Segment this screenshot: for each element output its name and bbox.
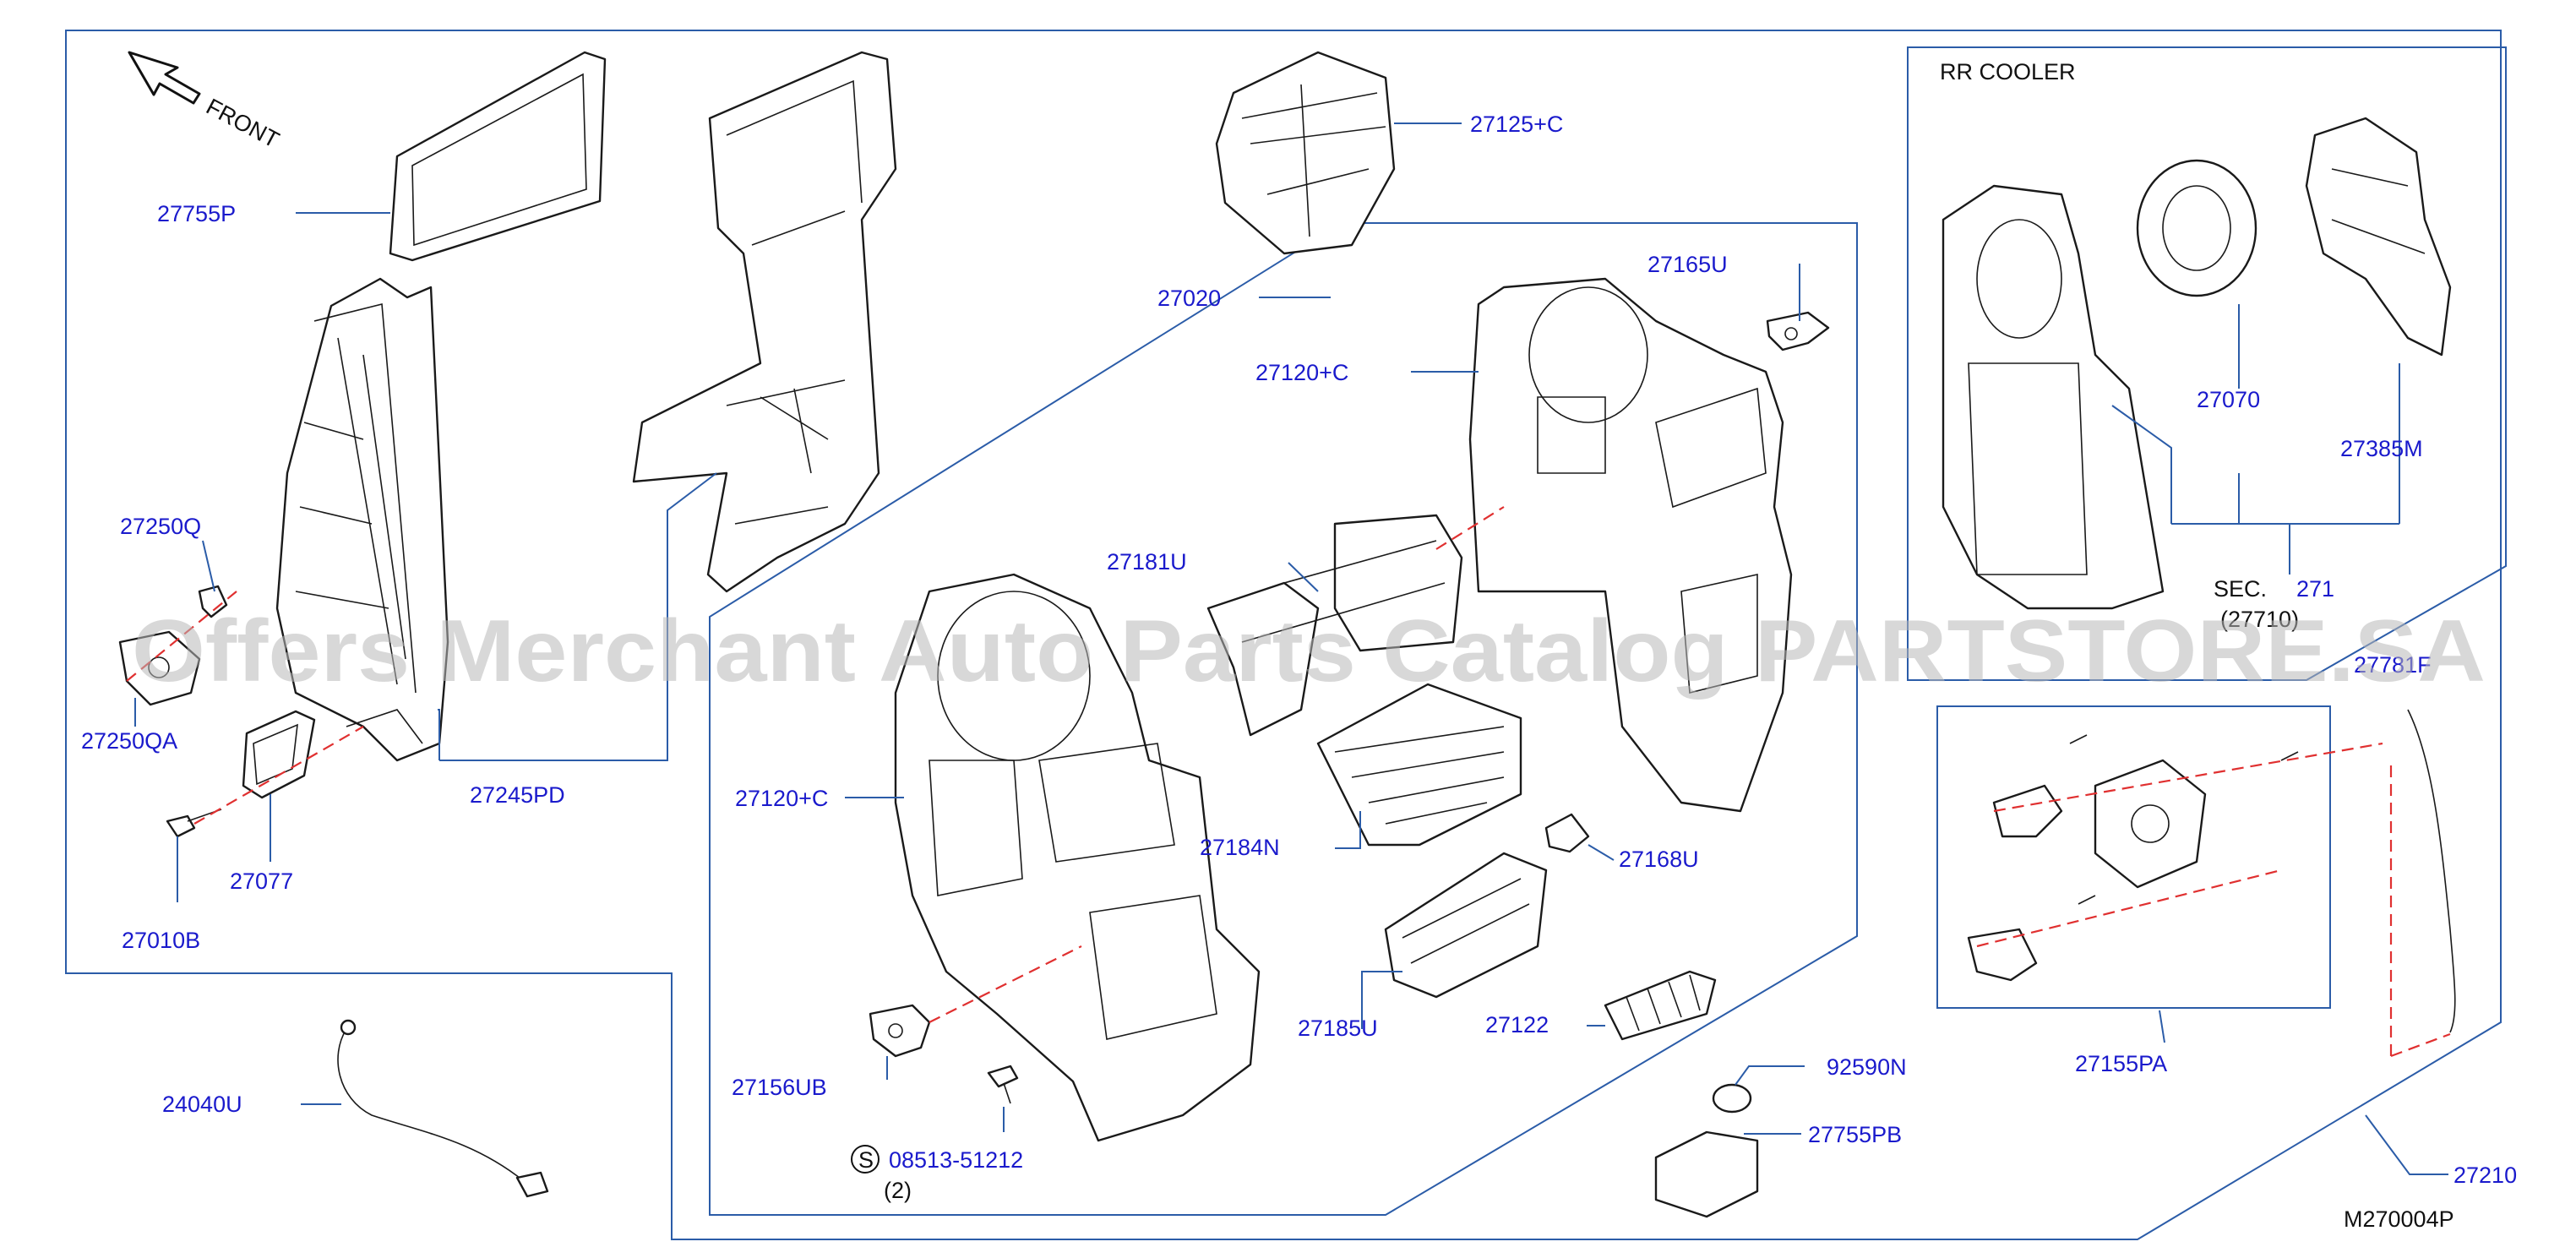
label-27184N: 27184N	[1200, 835, 1280, 860]
label-27181U: 27181U	[1107, 549, 1187, 575]
part-27250Q-clip	[198, 585, 228, 618]
screw-callout: S (2)	[851, 1145, 912, 1203]
screw-quantity: (2)	[884, 1178, 912, 1203]
part-27165U-clip	[1766, 311, 1830, 351]
dashed-assembly-lines	[126, 506, 2451, 1058]
sec-number: 271	[2296, 576, 2334, 602]
label-27165U: 27165U	[1647, 252, 1728, 277]
part-24040U-harness	[337, 1019, 549, 1198]
label-27168U: 27168U	[1619, 847, 1699, 872]
part-labels: 27755P 27250Q 27250QA 27077 27010B 27245…	[81, 112, 2517, 1188]
sec-prefix: SEC.	[2214, 576, 2267, 602]
sec-sub: (27710)	[2220, 607, 2299, 632]
part-27122-filter	[1604, 970, 1717, 1041]
motor-actuator-frame	[1936, 705, 2331, 1009]
label-27120C-left: 27120+C	[735, 786, 828, 811]
label-27077: 27077	[230, 869, 293, 894]
front-arrow-icon	[128, 51, 201, 105]
part-27755P-seal	[389, 51, 607, 262]
label-27070: 27070	[2197, 387, 2260, 412]
outer-frame	[65, 30, 2502, 1240]
label-27020: 27020	[1157, 286, 1221, 311]
part-27185U-heater-core	[1384, 852, 1548, 999]
sec-reference: SEC. 271 (27710)	[2214, 576, 2334, 632]
part-27245PD-upper-duct	[632, 51, 897, 593]
part-27385M-housing	[2305, 117, 2452, 357]
part-27120C-upper-case	[1468, 277, 1793, 813]
part-08513-screw	[987, 1065, 1019, 1104]
label-27122: 27122	[1485, 1012, 1549, 1037]
part-92590N-clip	[1712, 1083, 1752, 1114]
label-27755PB: 27755PB	[1808, 1122, 1902, 1147]
screw-symbol: S	[858, 1147, 874, 1173]
part-27125C-blower	[1215, 51, 1396, 255]
diagram-code: M270004P	[2344, 1206, 2454, 1232]
label-27250Q: 27250Q	[120, 514, 201, 539]
label-27155PA: 27155PA	[2075, 1051, 2167, 1076]
frame-lines	[65, 30, 2507, 1240]
label-27156UB: 27156UB	[732, 1075, 827, 1100]
label-27385M: 27385M	[2340, 436, 2423, 461]
part-27156UB-bracket	[869, 1004, 931, 1058]
label-27125C: 27125+C	[1470, 112, 1563, 137]
label-27185U: 27185U	[1298, 1016, 1378, 1041]
label-27781F: 27781F	[2354, 652, 2432, 678]
part-27184N-evaporator	[1316, 683, 1522, 847]
label-27120C-top: 27120+C	[1255, 360, 1348, 385]
part-27120C-lower-case	[894, 573, 1261, 1142]
inset-title: RR COOLER	[1940, 59, 2076, 84]
part-27168U-grommet	[1544, 813, 1590, 853]
part-27781F-rod	[2407, 709, 2456, 1033]
part-27070-motor	[2136, 159, 2257, 297]
label-27210: 27210	[2453, 1163, 2517, 1188]
part-27245PD-duct	[275, 277, 449, 762]
part-27155PA-actuator	[1967, 734, 2299, 982]
watermark: Offers Merchant Auto Parts Catalog PARTS…	[132, 602, 2486, 700]
part-rr-cooler-case	[1942, 184, 2165, 610]
front-label: FRONT	[202, 94, 283, 153]
label-27250QA: 27250QA	[81, 728, 177, 754]
label-27755P: 27755P	[157, 201, 236, 226]
label-27010B: 27010B	[122, 928, 200, 953]
part-27755PB-pad	[1654, 1130, 1759, 1218]
part-27181U-door	[1206, 514, 1463, 737]
label-24040U: 24040U	[162, 1092, 242, 1117]
label-92590N: 92590N	[1827, 1054, 1907, 1080]
main-unit-frame	[709, 222, 1858, 1216]
rr-cooler-frame	[1907, 46, 2507, 681]
leader-lines	[134, 123, 2448, 1175]
label-27245PD: 27245PD	[470, 782, 565, 808]
part-27077-actuator	[242, 710, 316, 799]
label-08513: 08513-51212	[889, 1147, 1023, 1173]
